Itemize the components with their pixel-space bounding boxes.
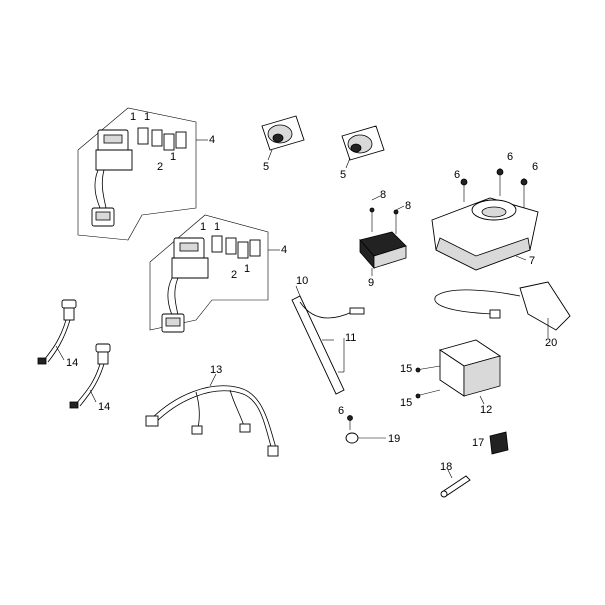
control-housing [431,168,539,271]
callout-1: 1 [214,221,220,233]
callout-14: 14 [98,401,110,413]
callout-15: 15 [400,397,412,409]
callout-4: 4 [209,134,215,146]
callout-5: 5 [340,169,346,181]
callout-1: 1 [200,221,206,233]
callout-labels: 1 1 1 2 4 1 1 1 2 4 5 5 6 6 6 7 8 8 9 10… [66,111,557,473]
callout-12: 12 [480,404,492,416]
mount-clip [345,415,386,444]
callout-6: 6 [532,161,538,173]
fuse-box-assembly-upper [77,107,208,241]
callout-2: 2 [157,161,163,173]
callout-17: 17 [472,437,484,449]
fuse-box-assembly-lower [149,214,280,333]
callout-13: 13 [210,364,222,376]
callout-6: 6 [454,169,460,181]
callout-14: 14 [66,357,78,369]
speaker-left [261,115,305,161]
callout-1: 1 [130,111,136,123]
callout-8: 8 [405,200,411,212]
relay-unit [359,195,407,276]
pad-part [489,431,509,455]
regulator-unit [415,339,502,405]
callout-19: 19 [388,433,400,445]
callout-1: 1 [244,263,250,275]
socket-connector-lower [69,343,111,409]
callout-18: 18 [440,461,452,473]
antenna-cable [291,285,365,395]
callout-8: 8 [380,189,386,201]
callout-1: 1 [144,111,150,123]
callout-2: 2 [231,269,237,281]
callout-10: 10 [296,275,308,287]
callout-15: 15 [400,363,412,375]
socket-connector-upper [37,299,77,365]
callout-20: 20 [545,337,557,349]
speaker-right [341,125,385,169]
sensor-cable [434,281,571,338]
callout-11: 11 [345,332,356,344]
callout-9: 9 [368,277,374,289]
callout-5: 5 [263,161,269,173]
pin-part [440,469,471,498]
wiring-harness [145,373,279,457]
callout-6: 6 [507,151,513,163]
callout-6: 6 [338,405,344,417]
callout-1: 1 [170,151,176,163]
callout-4: 4 [281,244,287,256]
callout-7: 7 [529,255,535,267]
